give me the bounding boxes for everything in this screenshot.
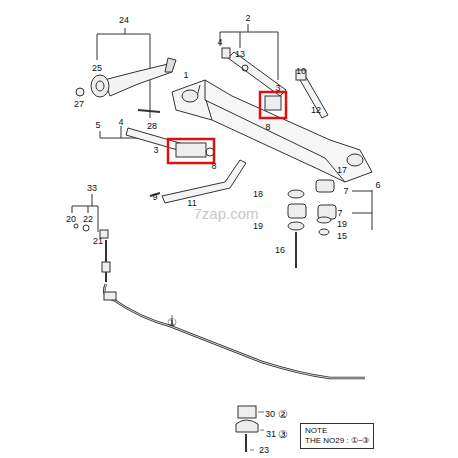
callout-number: 19 <box>337 219 347 229</box>
callout-number: 5 <box>95 120 100 130</box>
callout-number: 7 <box>343 186 348 196</box>
callout-number: 30 <box>265 409 275 419</box>
callout-number: 3 <box>275 83 280 93</box>
callout-number: 9 <box>152 192 157 202</box>
callout-number: 18 <box>253 189 263 199</box>
callout-number: 4 <box>118 117 123 127</box>
callout-number: 8 <box>265 122 270 132</box>
callout-number: ② <box>278 409 288 419</box>
callout-number: ③ <box>278 429 288 439</box>
callout-number: 23 <box>259 445 269 455</box>
callout-number: 20 <box>66 214 76 224</box>
callout-number: 13 <box>235 49 245 59</box>
note-heading: NOTE <box>305 426 369 436</box>
callout-number: 21 <box>93 236 103 246</box>
callout-number: 4 <box>217 37 222 47</box>
callout-number: 11 <box>187 198 196 208</box>
callout-number: ① <box>167 317 177 327</box>
callout-number: 33 <box>87 183 97 193</box>
note-box: NOTETHE NO29 : ①~③ <box>300 423 374 449</box>
callout-number: 17 <box>337 165 347 175</box>
callout-number: 8 <box>211 161 216 171</box>
callout-number: 2 <box>245 13 250 23</box>
callout-number: 28 <box>147 121 157 131</box>
note-text: THE NO29 : ①~③ <box>305 436 369 446</box>
callout-number: 6 <box>375 180 380 190</box>
callout-number: 24 <box>119 15 129 25</box>
callout-number: 31 <box>266 429 276 439</box>
callout-number: 7 <box>337 208 342 218</box>
callout-number: 10 <box>296 66 306 76</box>
callout-number: 19 <box>253 221 263 231</box>
callout-number: 1 <box>183 70 188 80</box>
callout-number: 25 <box>92 63 102 73</box>
callout-number: 16 <box>275 245 285 255</box>
callout-number: 12 <box>311 105 321 115</box>
watermark: 7zap.com <box>193 209 258 219</box>
callout-number: 22 <box>83 214 93 224</box>
callout-number: 27 <box>74 99 84 109</box>
callout-number: 3 <box>153 145 158 155</box>
callout-number: 15 <box>337 231 347 241</box>
